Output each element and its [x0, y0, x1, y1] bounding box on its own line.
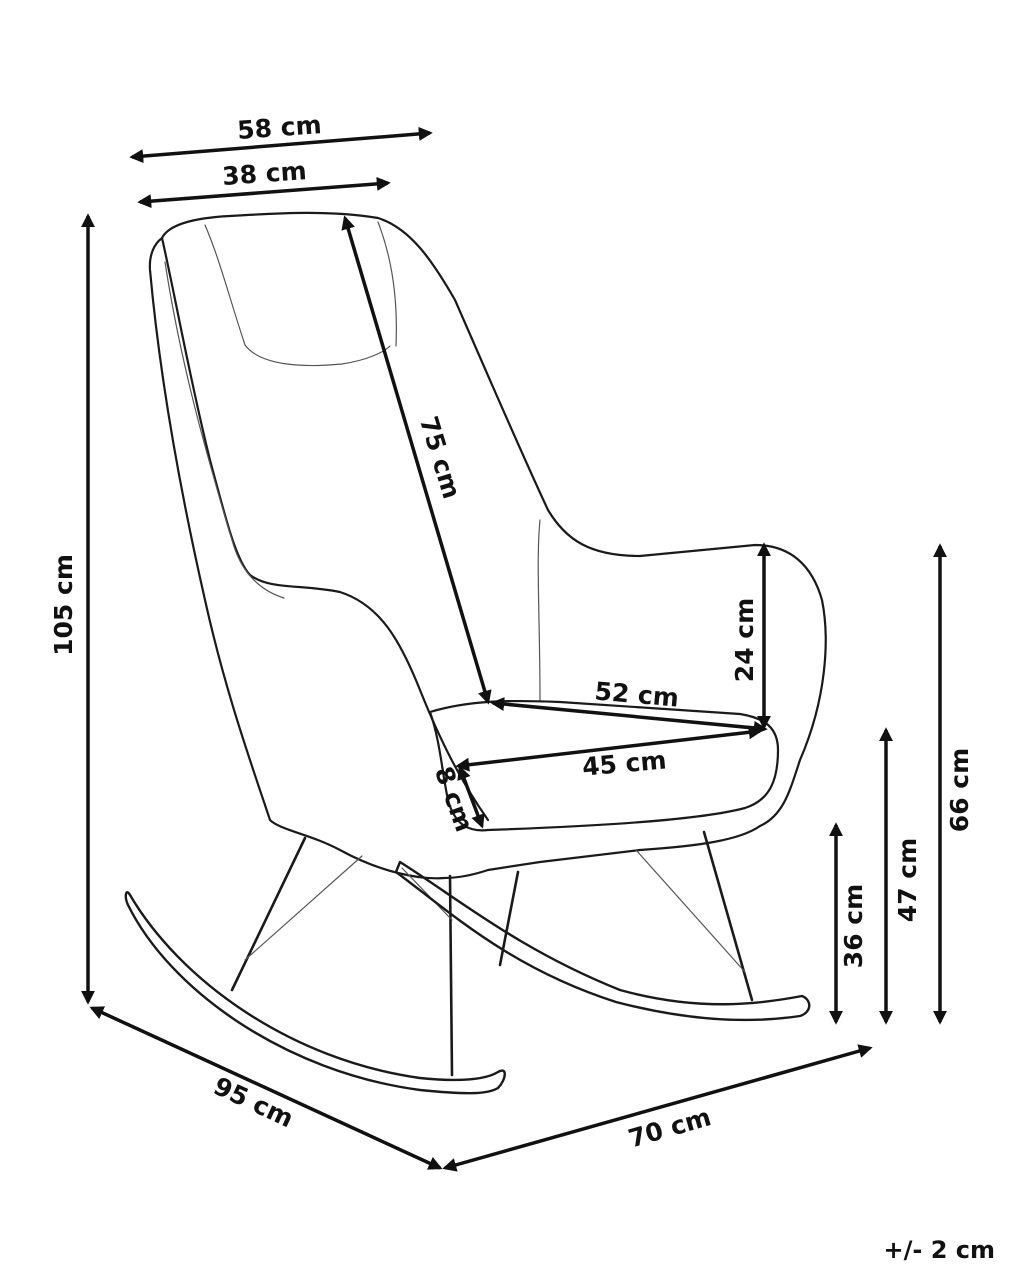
label-45cm: 45 cm — [581, 745, 668, 781]
label-24cm: 24 cm — [730, 598, 759, 682]
label-66cm: 66 cm — [945, 748, 974, 832]
label-52cm: 52 cm — [593, 676, 680, 712]
dim-line-75 — [341, 215, 492, 705]
dim-line-45 — [455, 725, 763, 772]
leg-back-left — [448, 874, 454, 1077]
backrest-inner-edge — [160, 236, 490, 822]
headrest-seam — [377, 221, 397, 347]
dim-line-95 — [89, 1006, 443, 1170]
label-70cm: 70 cm — [625, 1102, 714, 1153]
dim-line-58 — [129, 126, 433, 164]
chair-drawing — [124, 211, 827, 1095]
label-105cm: 105 cm — [49, 554, 78, 656]
leg-brace-left — [244, 855, 363, 961]
backrest-outer-shell — [148, 211, 827, 880]
dim-line-38 — [137, 176, 391, 209]
label-36cm: 36 cm — [839, 884, 868, 968]
leg-back-right — [702, 830, 754, 1002]
dimension-labels: 58 cm 38 cm 75 cm 105 cm 24 cm 52 cm 45 … — [49, 110, 995, 1264]
dim-line-8 — [457, 765, 485, 829]
leg-front-left — [230, 836, 307, 992]
rocker-left — [124, 891, 506, 1095]
label-58cm: 58 cm — [236, 110, 322, 145]
armrest-inner-seam — [537, 519, 541, 701]
label-38cm: 38 cm — [221, 156, 307, 191]
label-47cm: 47 cm — [893, 838, 922, 922]
back-side-seam — [164, 261, 285, 599]
dimension-lines — [81, 126, 947, 1172]
rocker-right — [394, 860, 811, 1022]
dim-line-52 — [490, 697, 768, 735]
tolerance-note: +/- 2 cm — [884, 1236, 995, 1264]
leg-brace-mid — [401, 867, 453, 921]
headrest-pad — [204, 224, 391, 367]
leg-brace-right — [635, 849, 746, 973]
label-75cm: 75 cm — [414, 413, 466, 502]
dim-line-70 — [442, 1044, 873, 1172]
